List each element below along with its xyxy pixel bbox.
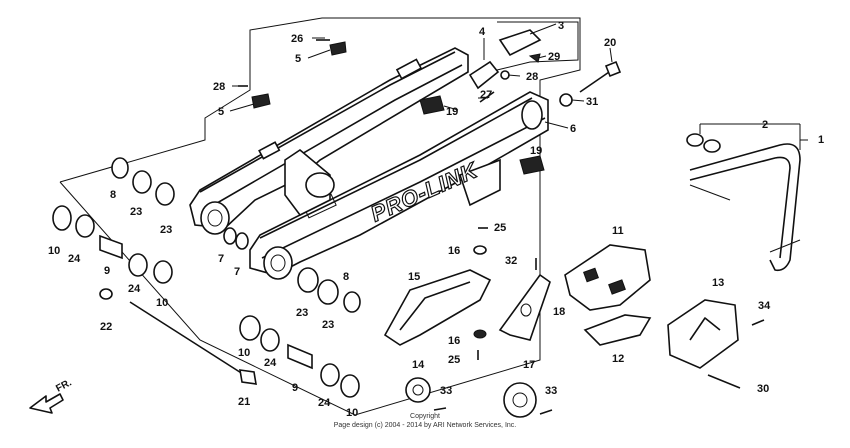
bearing-collars-right[interactable] <box>239 267 361 398</box>
label-1: 1 <box>818 134 824 146</box>
label-12: 12 <box>612 353 624 365</box>
leader-lines <box>229 23 808 150</box>
label-10a: 10 <box>48 245 60 257</box>
copyright-line2: Page design (c) 2004 - 2014 by ARI Netwo… <box>334 422 517 429</box>
label-18: 18 <box>553 306 565 318</box>
label-25a: 25 <box>494 222 506 234</box>
slider-bolts[interactable] <box>238 39 347 109</box>
label-16b: 16 <box>448 335 460 347</box>
guide-slipper[interactable] <box>583 314 652 346</box>
label-6: 6 <box>570 123 576 135</box>
label-23a: 23 <box>130 206 142 218</box>
label-15: 15 <box>408 271 420 283</box>
fr-label: FR. <box>54 377 74 394</box>
label-28a: 28 <box>526 71 538 83</box>
label-26: 26 <box>291 33 303 45</box>
label-2: 2 <box>762 119 768 131</box>
label-13: 13 <box>712 277 724 289</box>
part-labels: 1 2 3 4 5 5 6 7 7 8 8 9 9 10 10 10 10 11… <box>48 20 824 419</box>
guide-bracket[interactable] <box>667 299 739 369</box>
label-28b: 28 <box>213 81 225 93</box>
label-19b: 19 <box>530 145 542 157</box>
label-25b: 25 <box>448 354 460 366</box>
label-24b: 24 <box>128 283 141 295</box>
front-direction-arrow: FR. <box>29 377 74 414</box>
subgroup-outline <box>496 21 579 71</box>
copyright-line1: Copyright <box>410 413 440 420</box>
misc-bolts[interactable] <box>433 227 765 415</box>
label-20: 20 <box>604 37 616 49</box>
label-24a: 24 <box>68 253 81 265</box>
swingarm-cross-tube <box>200 149 335 280</box>
label-8a: 8 <box>110 189 116 201</box>
label-5b: 5 <box>218 106 224 118</box>
label-33a: 33 <box>440 385 452 397</box>
label-16a: 16 <box>448 245 460 257</box>
label-23c: 23 <box>296 307 308 319</box>
label-10d: 10 <box>346 407 358 419</box>
chain-rollers[interactable] <box>405 377 537 418</box>
label-22: 22 <box>100 321 112 333</box>
adjuster-bolt[interactable] <box>559 60 622 107</box>
label-34: 34 <box>758 300 771 312</box>
label-10c: 10 <box>238 347 250 359</box>
label-21: 21 <box>238 396 250 408</box>
bearing-collars-left[interactable] <box>52 157 249 284</box>
pivot-bolt[interactable] <box>99 288 257 385</box>
label-8b: 8 <box>343 271 349 283</box>
label-5a: 5 <box>295 53 301 65</box>
label-24d: 24 <box>318 397 331 409</box>
label-33b: 33 <box>545 385 557 397</box>
group-outline <box>59 17 581 416</box>
label-24c: 24 <box>264 357 277 369</box>
chain-guide-plate[interactable] <box>498 273 551 341</box>
label-17: 17 <box>523 359 535 371</box>
label-23d: 23 <box>322 319 334 331</box>
label-7b: 7 <box>234 266 240 278</box>
drive-chain[interactable] <box>686 133 801 272</box>
adjuster-plates[interactable] <box>468 29 542 103</box>
label-7a: 7 <box>218 253 224 265</box>
label-30: 30 <box>757 383 769 395</box>
chain-pads[interactable] <box>419 95 545 175</box>
label-4: 4 <box>479 26 486 38</box>
label-3: 3 <box>558 20 564 32</box>
chain-guard[interactable] <box>383 269 492 346</box>
label-27: 27 <box>480 89 492 101</box>
label-9b: 9 <box>292 382 298 394</box>
label-23b: 23 <box>160 224 172 236</box>
label-29: 29 <box>548 51 560 63</box>
label-10b: 10 <box>156 297 168 309</box>
label-31: 31 <box>586 96 598 108</box>
label-19a: 19 <box>446 106 458 118</box>
label-32: 32 <box>505 255 517 267</box>
label-14: 14 <box>412 359 425 371</box>
label-9a: 9 <box>104 265 110 277</box>
chain-guide[interactable] <box>564 244 651 311</box>
label-11: 11 <box>612 225 624 237</box>
